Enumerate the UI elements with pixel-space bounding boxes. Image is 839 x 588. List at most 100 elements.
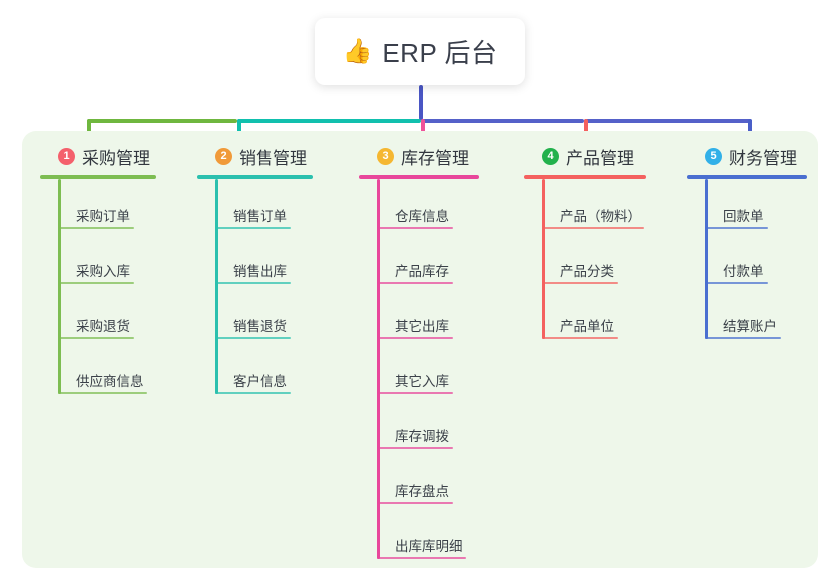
- root-title-card[interactable]: 👍 ERP 后台: [315, 18, 525, 85]
- menu-item-label: 付款单: [723, 264, 764, 279]
- thumbs-up-icon: 👍: [342, 37, 373, 65]
- menu-item-underline: [705, 337, 781, 339]
- menu-item-label: 仓库信息: [395, 209, 449, 224]
- menu-item-underline: [377, 557, 466, 559]
- menu-item[interactable]: 采购入库: [58, 234, 156, 289]
- bus-segment-2: [237, 119, 421, 123]
- column-items: 销售订单销售出库销售退货客户信息: [215, 179, 313, 399]
- menu-item-label: 库存盘点: [395, 484, 449, 499]
- column-header-3[interactable]: 3 库存管理: [359, 143, 479, 169]
- column-accent-rule: [687, 175, 807, 179]
- column-header-2[interactable]: 2 销售管理: [197, 143, 313, 169]
- column-title-label: 财务管理: [729, 148, 797, 168]
- menu-item-underline: [215, 337, 291, 339]
- category-column-采购管理: 1 采购管理采购订单采购入库采购退货供应商信息: [40, 143, 156, 399]
- menu-item-underline: [377, 447, 453, 449]
- menu-item[interactable]: 供应商信息: [58, 344, 156, 399]
- menu-item-label: 供应商信息: [76, 374, 144, 389]
- menu-item[interactable]: 结算账户: [705, 289, 807, 344]
- category-column-财务管理: 5 财务管理回款单付款单结算账户: [687, 143, 807, 344]
- menu-item-underline: [58, 392, 147, 394]
- column-number-badge: 1: [58, 147, 75, 165]
- menu-item-underline: [542, 282, 618, 284]
- column-accent-rule: [40, 175, 156, 179]
- menu-item-label: 产品单位: [560, 319, 614, 334]
- menu-item[interactable]: 仓库信息: [377, 179, 479, 234]
- menu-item[interactable]: 库存盘点: [377, 454, 479, 509]
- column-number-badge: 5: [705, 147, 722, 165]
- menu-item-label: 客户信息: [233, 374, 287, 389]
- bus-segment-1: [87, 119, 237, 123]
- root-title-inner: 👍 ERP 后台: [342, 33, 497, 70]
- column-title-label: 销售管理: [239, 148, 307, 168]
- menu-item-underline: [58, 337, 134, 339]
- column-header-1[interactable]: 1 采购管理: [40, 143, 156, 169]
- column-rail: [215, 179, 218, 394]
- column-rail: [542, 179, 545, 339]
- menu-item[interactable]: 产品库存: [377, 234, 479, 289]
- bus-segment-4: [584, 119, 752, 123]
- root-title-label: ERP 后台: [382, 38, 498, 68]
- menu-item-underline: [542, 337, 618, 339]
- menu-item-label: 出库库明细: [395, 539, 463, 554]
- category-column-库存管理: 3 库存管理仓库信息产品库存其它出库其它入库库存调拨库存盘点出库库明细: [359, 143, 479, 564]
- menu-item-underline: [705, 282, 768, 284]
- menu-item-label: 产品分类: [560, 264, 614, 279]
- menu-item[interactable]: 销售退货: [215, 289, 313, 344]
- menu-item[interactable]: 出库库明细: [377, 509, 479, 564]
- menu-item-underline: [377, 282, 453, 284]
- menu-item-label: 采购订单: [76, 209, 130, 224]
- column-items: 仓库信息产品库存其它出库其它入库库存调拨库存盘点出库库明细: [377, 179, 479, 564]
- bus-segment-3: [421, 119, 584, 123]
- column-items: 采购订单采购入库采购退货供应商信息: [58, 179, 156, 399]
- column-accent-rule: [359, 175, 479, 179]
- menu-item[interactable]: 采购退货: [58, 289, 156, 344]
- column-number-badge: 3: [377, 147, 394, 165]
- column-rail: [705, 179, 708, 339]
- menu-item[interactable]: 客户信息: [215, 344, 313, 399]
- column-number-badge: 4: [542, 147, 559, 165]
- menu-item[interactable]: 其它出库: [377, 289, 479, 344]
- menu-item-label: 库存调拨: [395, 429, 449, 444]
- menu-item-underline: [542, 227, 644, 229]
- column-rail: [377, 179, 380, 559]
- menu-item-label: 产品库存: [395, 264, 449, 279]
- menu-item-underline: [58, 227, 134, 229]
- column-header-5[interactable]: 5 财务管理: [687, 143, 807, 169]
- column-items: 产品（物料） 产品分类产品单位: [542, 179, 646, 344]
- menu-item-label: 其它出库: [395, 319, 449, 334]
- column-items: 回款单付款单结算账户: [705, 179, 807, 344]
- root-stem-connector: [419, 85, 423, 120]
- menu-item[interactable]: 销售出库: [215, 234, 313, 289]
- menu-item-underline: [377, 392, 453, 394]
- column-accent-rule: [524, 175, 646, 179]
- menu-item-underline: [58, 282, 134, 284]
- column-title-label: 库存管理: [401, 148, 469, 168]
- menu-item[interactable]: 采购订单: [58, 179, 156, 234]
- menu-item-underline: [215, 392, 291, 394]
- menu-item[interactable]: 回款单: [705, 179, 807, 234]
- menu-item-label: 采购入库: [76, 264, 130, 279]
- menu-item[interactable]: 其它入库: [377, 344, 479, 399]
- menu-item-underline: [215, 282, 291, 284]
- menu-item[interactable]: 库存调拨: [377, 399, 479, 454]
- menu-item-label: 销售订单: [233, 209, 287, 224]
- menu-item[interactable]: 销售订单: [215, 179, 313, 234]
- menu-item-underline: [705, 227, 768, 229]
- column-title-label: 采购管理: [82, 148, 150, 168]
- menu-item[interactable]: 付款单: [705, 234, 807, 289]
- menu-item-label: 销售出库: [233, 264, 287, 279]
- menu-item[interactable]: 产品分类: [542, 234, 646, 289]
- menu-item[interactable]: 产品单位: [542, 289, 646, 344]
- menu-item-label: 结算账户: [723, 319, 777, 334]
- category-column-销售管理: 2 销售管理销售订单销售出库销售退货客户信息: [197, 143, 313, 399]
- menu-item[interactable]: 产品（物料）: [542, 179, 646, 234]
- column-rail: [58, 179, 61, 394]
- menu-item-label: 回款单: [723, 209, 764, 224]
- menu-item-label: 其它入库: [395, 374, 449, 389]
- diagram-panel: [22, 131, 818, 568]
- column-number-badge: 2: [215, 147, 232, 165]
